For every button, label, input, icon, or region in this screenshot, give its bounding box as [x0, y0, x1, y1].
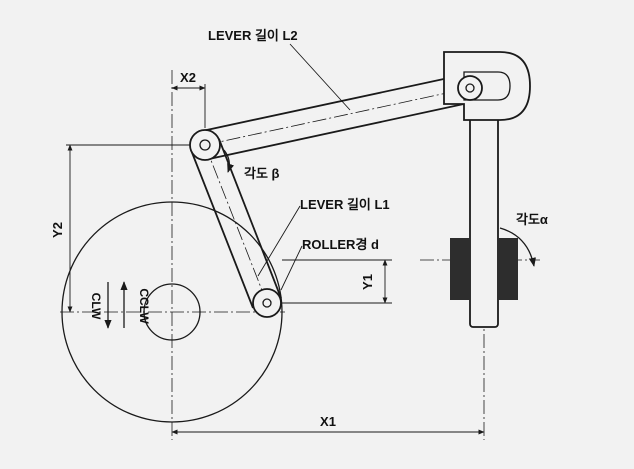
x1-label: X1: [320, 414, 336, 429]
guide-block-left: [450, 238, 470, 300]
roller-pin: [262, 298, 272, 308]
angle-beta-arc: [223, 149, 235, 173]
lever-l2-edge-top: [201, 73, 468, 132]
angle-markers: [223, 149, 536, 267]
lever-l2-centerline: [204, 87, 471, 146]
lever-l2: [201, 73, 474, 160]
clw-label: CLW: [89, 293, 103, 320]
rod-body: [469, 94, 499, 328]
lever-pivot: [189, 129, 221, 161]
lever-l1-edge-left: [190, 149, 254, 309]
dimensions: X2 Y2 Y1 X1: [50, 70, 485, 435]
pivot-pin: [199, 139, 211, 151]
y2-label: Y2: [50, 222, 65, 238]
roller-label: ROLLER경 d: [302, 237, 379, 252]
roller-outline: [252, 288, 282, 318]
lever-l1-edge-right: [218, 138, 282, 299]
lever-l2-edge-bottom: [208, 101, 474, 160]
leader-lines: [257, 43, 351, 291]
rod-assembly: [443, 51, 531, 328]
angle-alpha-arc: [499, 227, 536, 267]
lever-l1-centerline: [204, 144, 268, 304]
roller: [252, 288, 282, 318]
roller-leader: [280, 245, 303, 291]
x2-label: X2: [180, 70, 196, 85]
l1-leader: [257, 205, 301, 277]
guide-block-right: [498, 238, 518, 300]
top-joint-hub: [457, 75, 483, 101]
angle-beta-label: 각도 β: [244, 166, 280, 181]
y1-label: Y1: [360, 274, 375, 290]
annotation-labels: LEVER 길이 L2 LEVER 길이 L1 ROLLER경 d 각도 β 각…: [208, 28, 548, 252]
top-joint-pin: [465, 83, 475, 93]
angle-alpha-label: 각도α: [516, 212, 548, 227]
l2-leader: [289, 43, 351, 111]
cclw-label: CCLW: [137, 288, 151, 324]
lever-l2-label: LEVER 길이 L2: [208, 28, 298, 43]
pivot-hub: [189, 129, 221, 161]
rotation-indicators: CLW CCLW: [89, 281, 151, 329]
lever-l1-label: LEVER 길이 L1: [300, 197, 390, 212]
